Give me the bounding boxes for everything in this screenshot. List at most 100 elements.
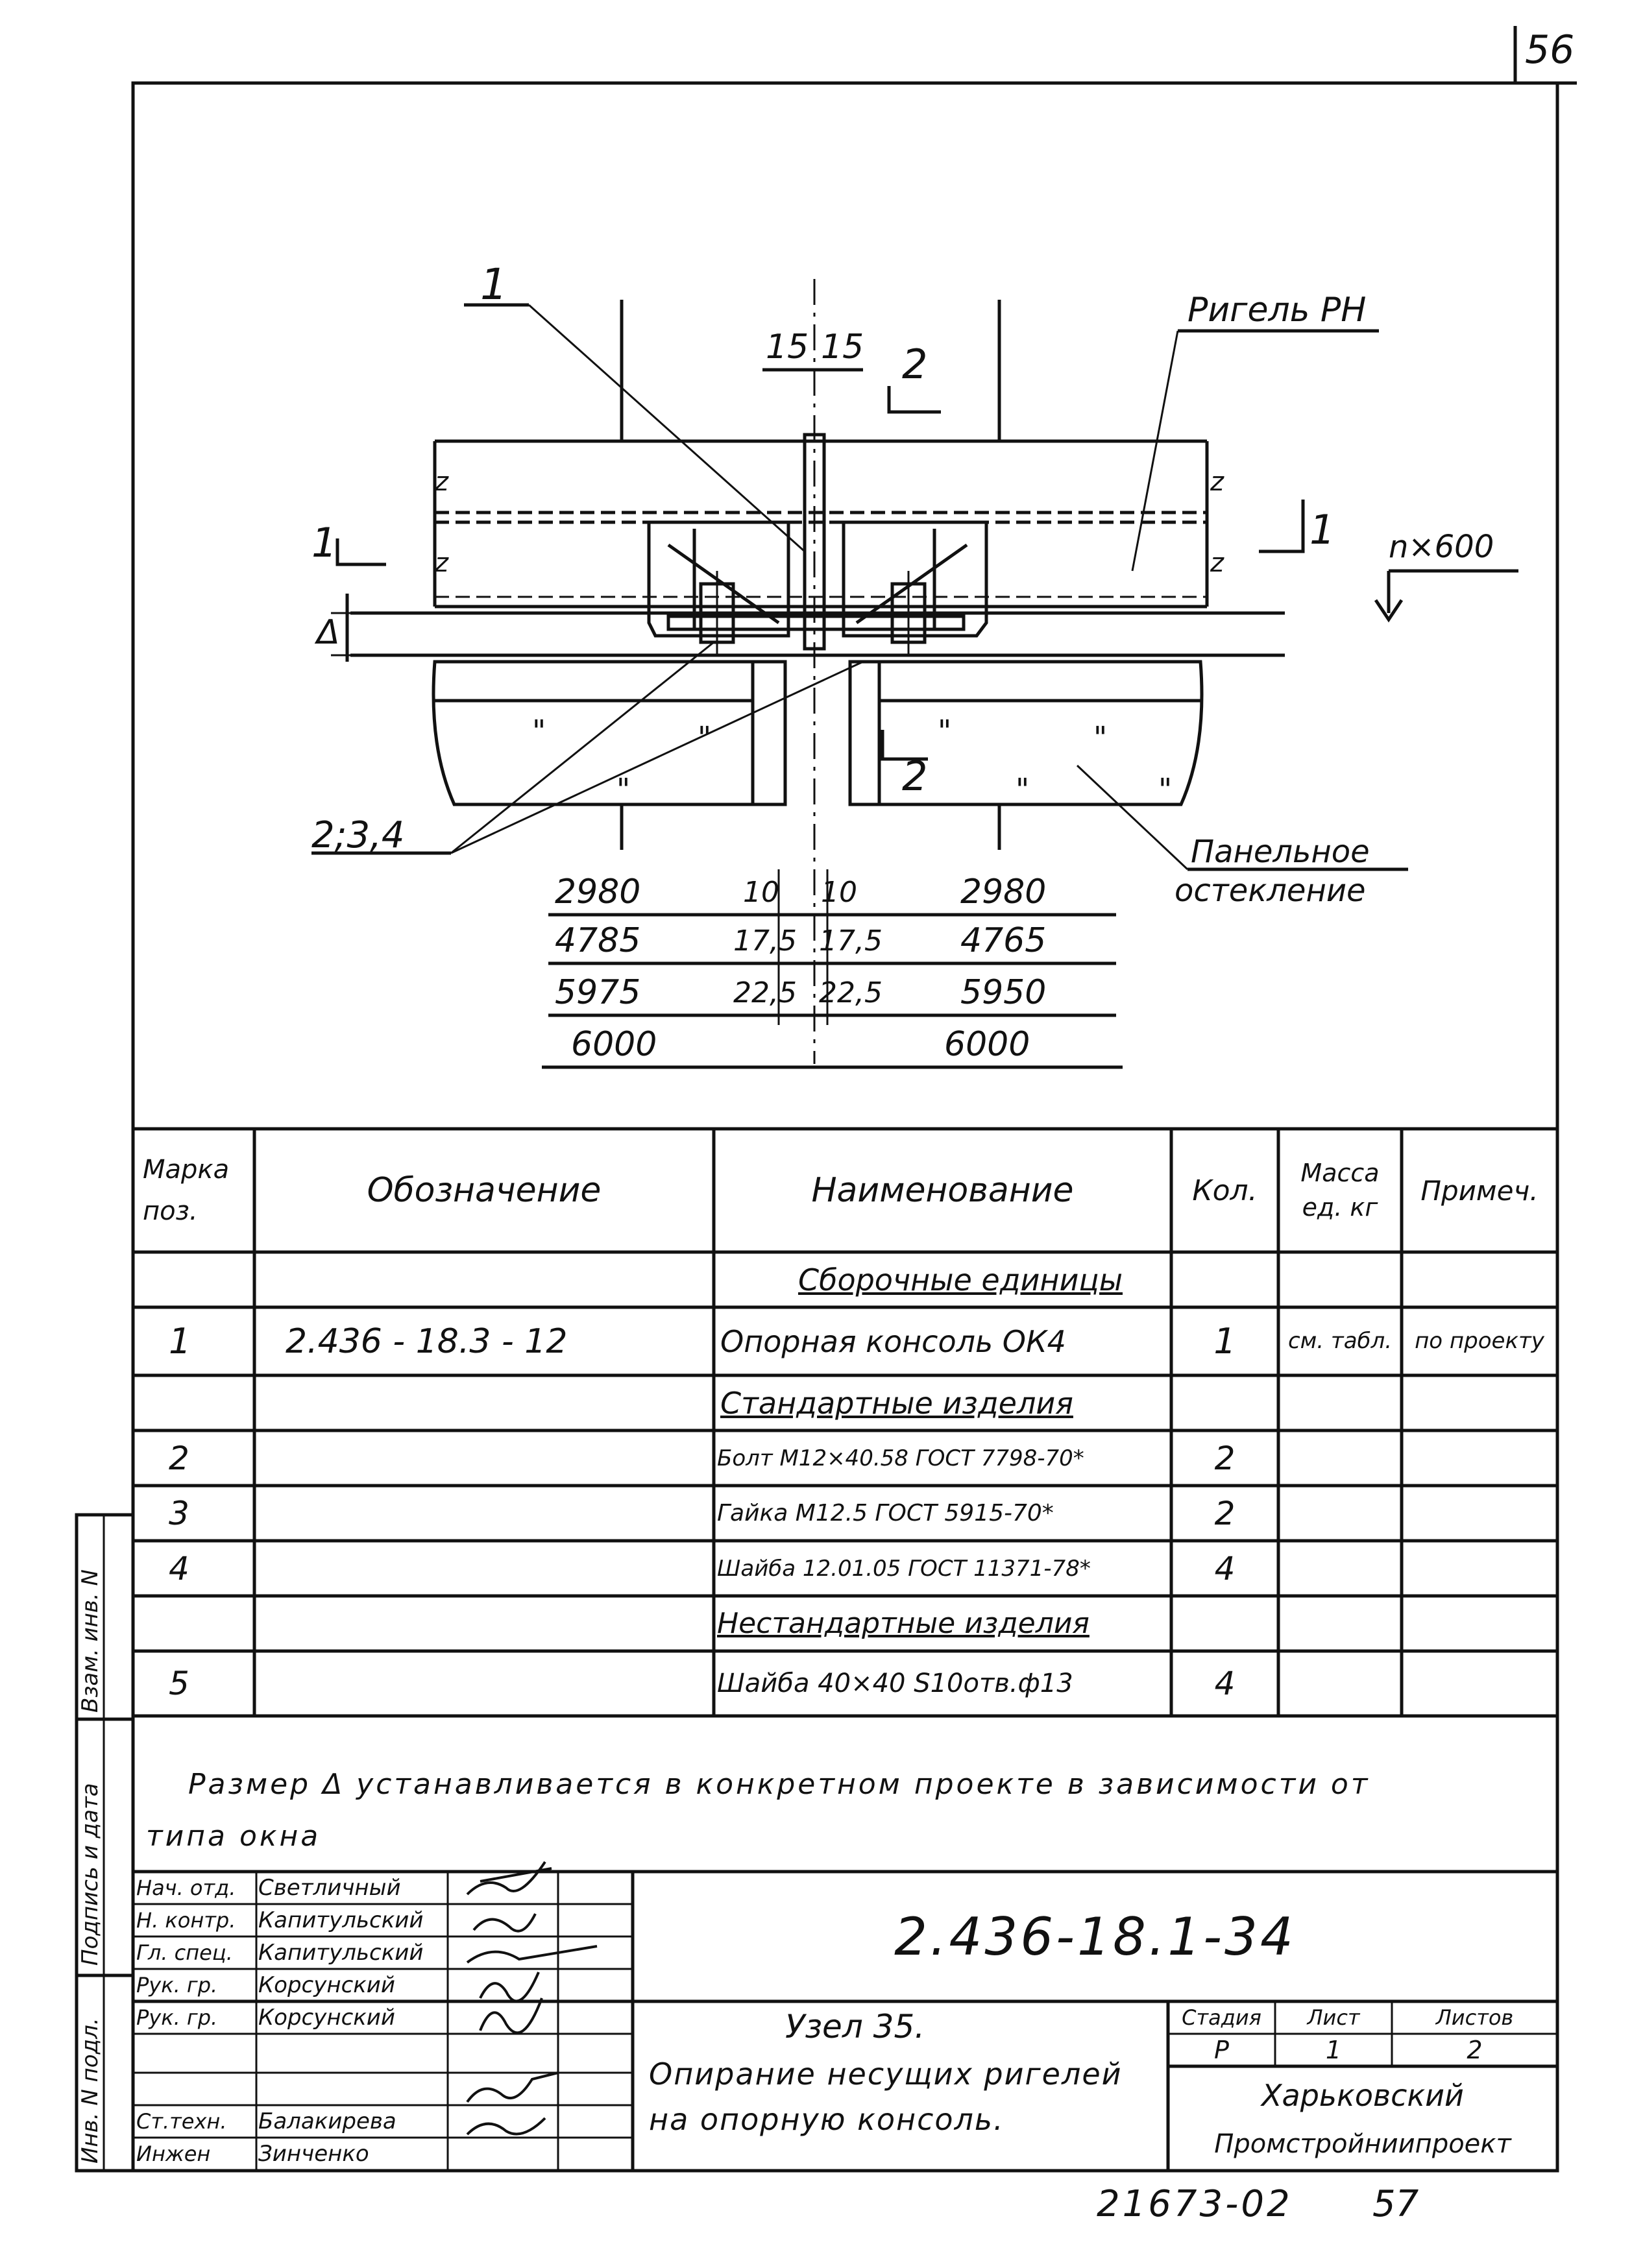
section-mark-2-top: 2 [902,341,928,388]
signature-role: Рук. гр. [136,1973,218,1997]
quote-mark: " [532,714,546,749]
sheet-frame [131,81,1559,2173]
spec-section-heading: Сборочные единицы [798,1262,1123,1297]
spec-row-name: Болт М12×40.58 ГОСТ 7798-70* [717,1445,1084,1471]
dim-row-1-gap-left: 10 [743,876,779,909]
spec-row-designation: 2.436 - 18.3 - 12 [286,1321,568,1361]
note-line-1: Размер Δ устанавливается в конкретном пр… [188,1768,1370,1801]
dim-row-2-gap-right: 17,5 [819,924,883,958]
stage-value: Р [1214,2036,1229,2064]
spec-row-name: Шайба 12.01.05 ГОСТ 11371-78* [717,1555,1091,1582]
sheets-header: Листов [1435,2005,1514,2030]
quote-mark: " [616,772,631,807]
side-stamp-text-1: Взам. инв. N [77,1569,103,1713]
stage-header: Стадия [1182,2005,1261,2030]
signature-name: Корсунский [258,2005,395,2031]
dim-row-1-right: 2980 [960,873,1047,911]
section-mark-2-bottom: 2 [902,753,928,800]
spec-row-mark: 4 [169,1549,189,1587]
signature-role: Гл. спец. [136,1940,233,1965]
quote-mark: " [1093,720,1108,755]
title-block-grid [133,1870,1557,2171]
sheet-value: 1 [1325,2036,1342,2064]
dim-row-1-gap-right: 10 [821,876,857,909]
panel-label-2: остекление [1175,873,1366,909]
doc-code: 2.436-18.1-34 [894,1906,1296,1967]
weld-mark: z [1210,548,1224,578]
rigel-label: Ригель РН [1187,291,1367,330]
organization-line-2: Промстройниипроект [1214,2129,1511,2159]
side-stamp-text-2: Подпись и дата [77,1783,103,1966]
spec-section-heading: Нестандартные изделия [717,1607,1090,1640]
dim-row-2-right: 4765 [960,921,1047,960]
spec-row-mark: 3 [169,1494,189,1532]
spec-row-name: Шайба 40×40 S10отв.ф13 [717,1669,1073,1698]
signature-role: Н. контр. [136,1908,236,1933]
spec-row-qty: 1 [1213,1321,1236,1362]
spec-section-heading: Стандартные изделия [720,1385,1073,1421]
signature-role: Инжен [136,2141,211,2166]
spec-row-name: Опорная консоль ОК4 [720,1323,1066,1359]
signature-name: Капитульский [258,1907,424,1933]
section-mark-1-right: 1 [1309,506,1335,553]
spec-header-qty: Кол. [1192,1174,1258,1207]
panel-label-1: Панельное [1191,834,1370,870]
bottom-code: 21673-02 [1097,2183,1293,2225]
spec-row-mass: см. табл. [1287,1328,1393,1355]
spec-row-mark: 2 [169,1439,189,1477]
title-line-3: на опорную консоль. [649,2102,1005,2137]
signature-scribbles [466,1861,598,2136]
quote-mark: " [938,714,952,749]
bottom-page: 57 [1372,2183,1419,2225]
quote-mark: " [1158,772,1173,807]
spec-row-qty: 4 [1214,1665,1236,1702]
callout-234: 2;3,4 [311,814,405,856]
dim-row-4-right: 6000 [944,1025,1030,1064]
signature-role: Рук. гр. [136,2005,218,2030]
dim-row-4-left: 6000 [571,1025,657,1064]
dim-row-3-gap-left: 22,5 [733,976,797,1009]
spec-header-mass: Масса ед. кг [1300,1158,1380,1222]
signature-name: Балакирева [258,2108,396,2134]
dim-row-3-left: 5975 [555,973,641,1012]
dim-row-2-left: 4785 [555,921,641,960]
title-line-1: Узел 35. [785,2008,925,2045]
quote-mark: " [698,720,712,755]
spec-row-qty: 2 [1214,1494,1236,1532]
signature-role: Ст.техн. [136,2109,227,2134]
section-mark-1-left: 1 [311,519,337,566]
signature-name: Капитульский [258,1940,424,1966]
dim-15-left: 15 [766,328,809,367]
signature-name: Зинченко [258,2141,369,2167]
dim-15-right: 15 [821,328,864,367]
spec-row-qty: 2 [1214,1439,1236,1477]
leader-label-1: 1 [480,259,507,309]
node-drawing [311,279,1518,1069]
spec-row-qty: 4 [1214,1549,1236,1587]
n600-label: n×600 [1389,529,1494,565]
spec-row-mark: 5 [169,1665,189,1702]
spec-header-note: Примеч. [1420,1174,1539,1207]
spec-row-note: по проекту [1415,1328,1544,1355]
signature-role: Нач. отд. [136,1876,236,1900]
organization-line-1: Харьковский [1261,2078,1464,2113]
dim-row-1-left: 2980 [555,873,641,911]
dim-row-3-gap-right: 22,5 [819,976,883,1009]
signature-name: Корсунский [258,1972,395,1998]
dim-row-2-gap-left: 17,5 [733,924,797,958]
title-line-2: Опирание несущих ригелей [649,2057,1123,2092]
weld-mark: z [435,548,448,578]
sheet-header: Лист [1307,2005,1360,2030]
spec-row-mark: 1 [169,1321,191,1362]
sheets-value: 2 [1467,2036,1483,2064]
spec-header-mark: Марка поз. [143,1155,230,1226]
spec-header-name: Наименование [811,1171,1074,1210]
dim-row-3-right: 5950 [960,973,1047,1012]
spec-header-designation: Обозначение [367,1171,602,1210]
quote-mark: " [1016,772,1030,807]
delta-label: Δ [317,613,340,652]
sheet-number: 56 [1525,27,1575,73]
side-stamp-text-3: Инв. N подл. [77,2018,103,2164]
weld-mark: z [435,467,448,497]
